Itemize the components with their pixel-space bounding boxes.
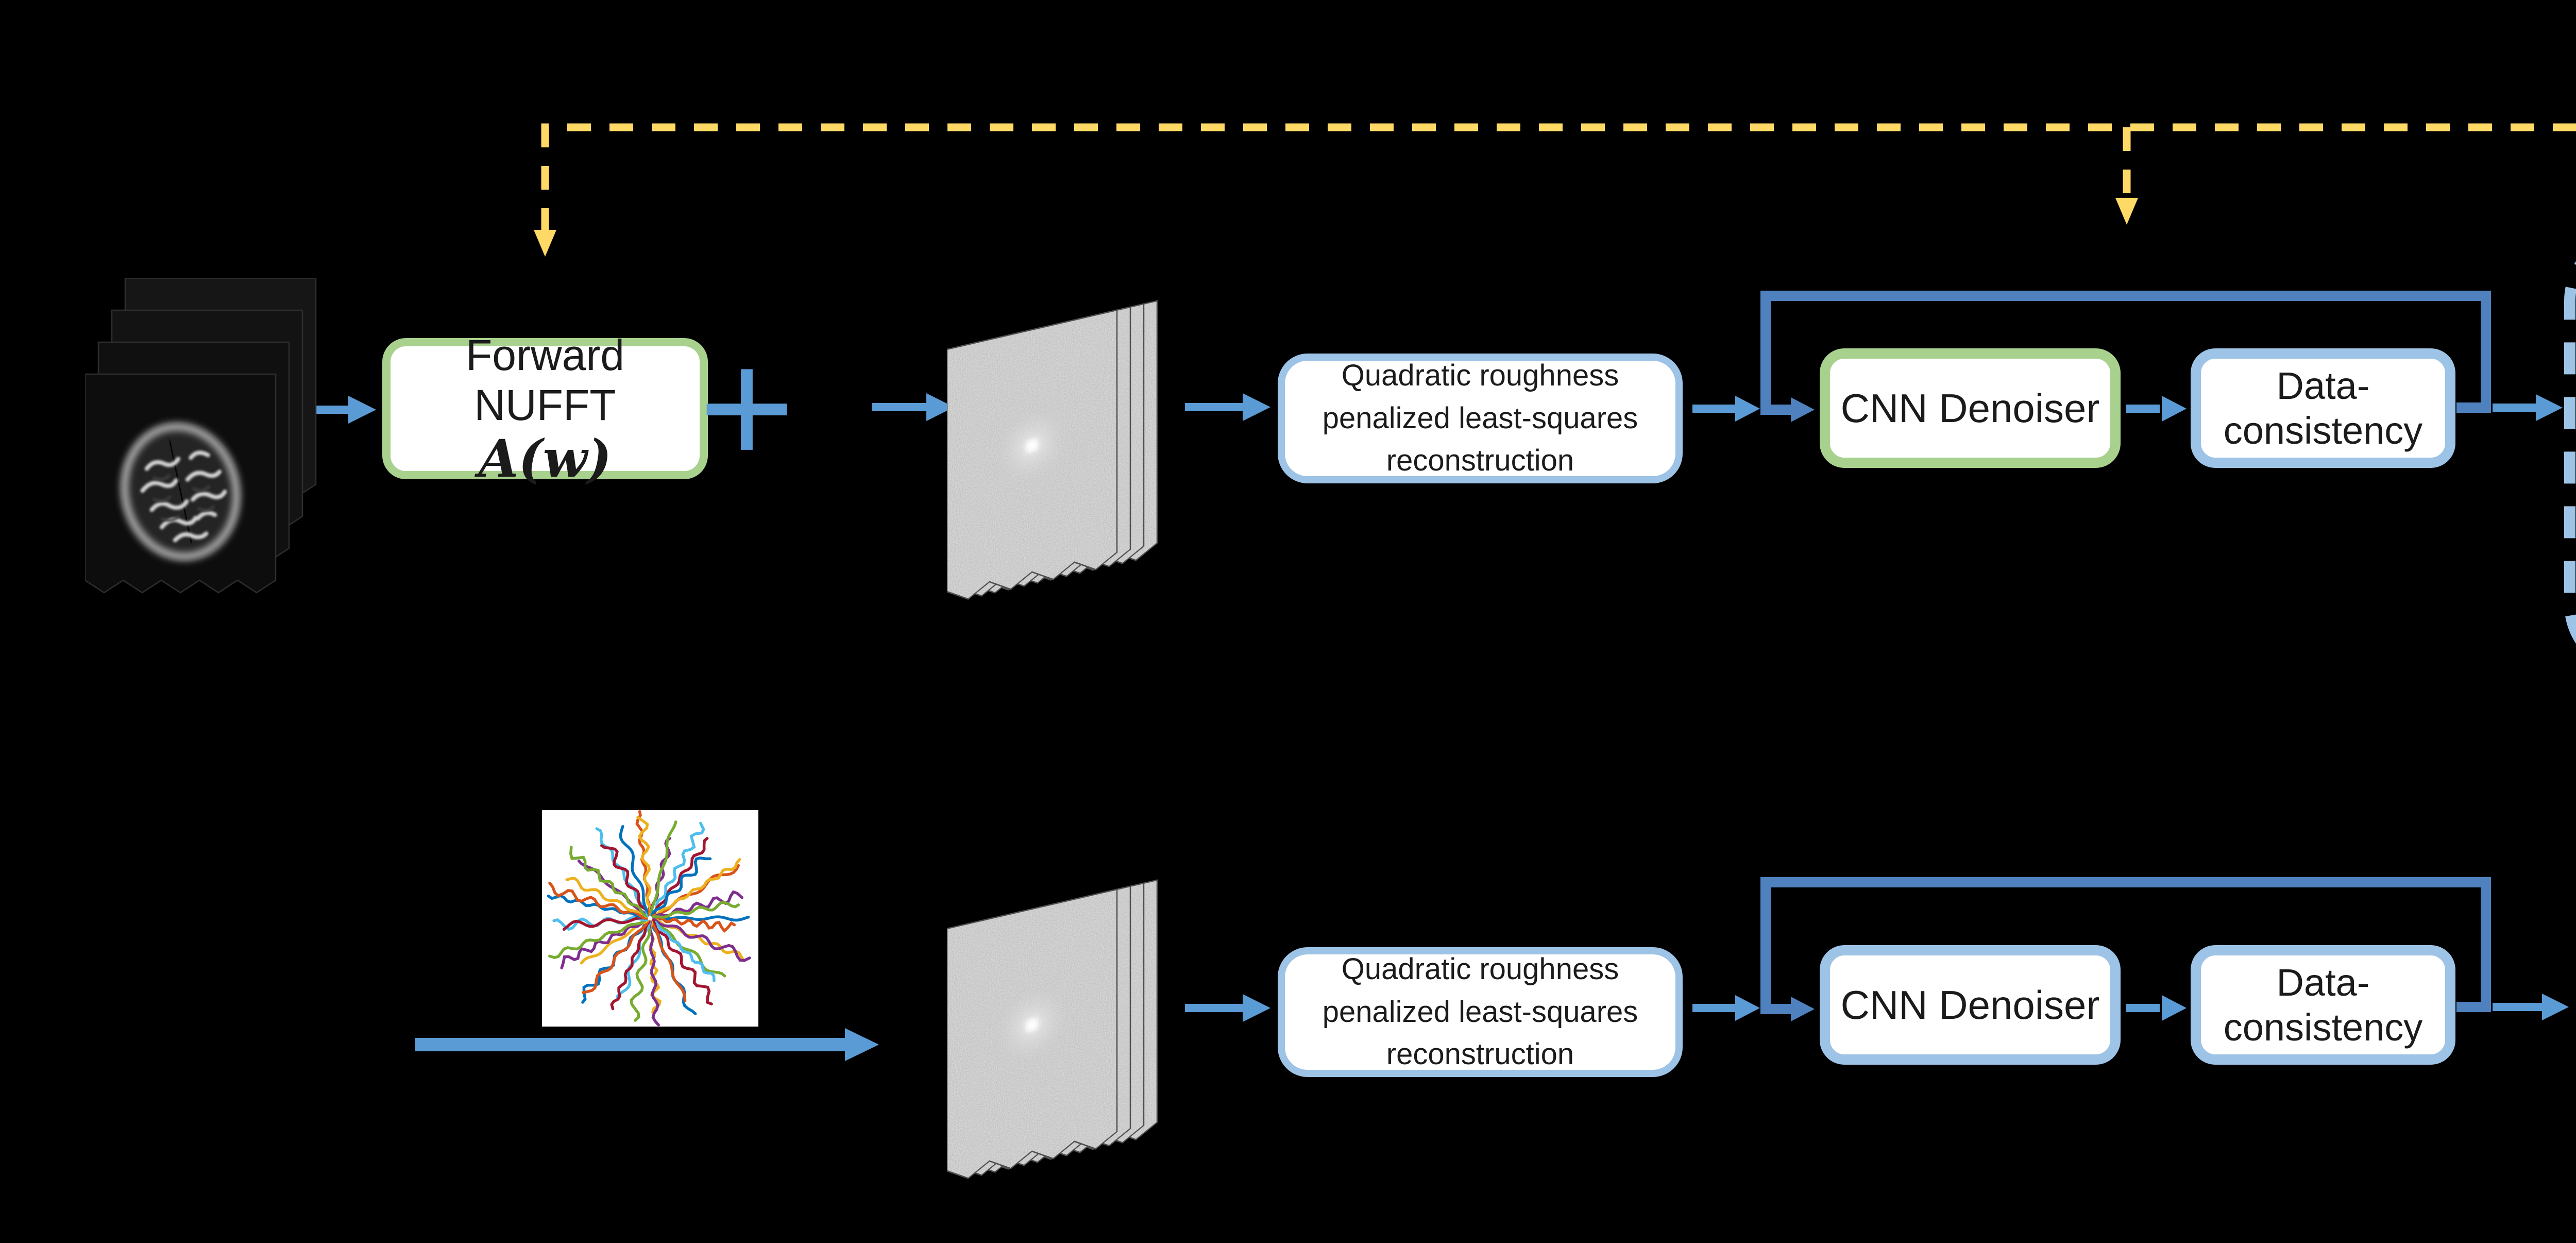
trajectory-spoke [651, 837, 709, 918]
trajectory-spoke [652, 917, 751, 962]
forward-nufft-box: Forward NUFFT A(w) [382, 331, 708, 487]
trajectory-spoke [650, 821, 705, 917]
kspace-stack-top-icon [947, 300, 1158, 604]
trajectory-spoke [650, 920, 687, 1002]
trajectory-spoke [652, 858, 741, 919]
radial-trajectory-icon [542, 810, 758, 1027]
forward-nufft-math: A(w) [478, 428, 612, 489]
trajectory-spoke [636, 816, 653, 916]
cnn-denoiser-box-bottom: CNN Denoiser [1820, 945, 2121, 1065]
output-dashed-box [2564, 261, 2576, 644]
flow-arrow [1185, 994, 1270, 1022]
trajectory-spoke [569, 846, 649, 918]
trajectory-spoke [648, 920, 660, 1027]
cnn-label: CNN Denoiser [1840, 982, 2100, 1028]
trajectory-spoke [651, 919, 716, 982]
feedback-arrowhead-mid [2115, 198, 2138, 225]
cnn-label: CNN Denoiser [1840, 385, 2100, 431]
input-brain-stack-icon [85, 278, 317, 594]
dc-line-1: Data- [2276, 961, 2370, 1004]
trajectory-spoke [619, 825, 651, 916]
flow-arrow [2493, 394, 2563, 421]
trajectory-spoke [649, 820, 677, 916]
flow-arrow [1692, 995, 1760, 1021]
trajectory-spoke [652, 901, 740, 919]
trajectory-spoke [600, 844, 651, 916]
trajectory-spoke [651, 920, 726, 978]
kspace-stack-bottom-icon [947, 879, 1158, 1183]
flow-arrow [415, 1028, 879, 1061]
trajectory-spoke [652, 919, 713, 1005]
dc-line-2: consistency [2223, 409, 2423, 452]
plus-operator: + [699, 315, 795, 499]
loop-top [1760, 291, 2491, 422]
flow-arrow [1185, 393, 1270, 421]
dc-line-2: consistency [2223, 1006, 2423, 1049]
recon-line-1: Quadratic roughness [1341, 952, 1619, 986]
recon-line-2: penalized least-squares [1322, 401, 1638, 435]
trajectory-spoke [565, 877, 649, 919]
data-consistency-box-top: Data- consistency [2191, 348, 2455, 468]
recon-box-top: Quadratic roughness penalized least-squa… [1278, 354, 1683, 483]
flow-arrow [872, 393, 954, 421]
flow-arrows [303, 393, 2569, 1061]
cnn-denoiser-box-top: CNN Denoiser [1820, 348, 2121, 468]
recon-line-2: penalized least-squares [1322, 995, 1638, 1029]
recon-box-bottom: Quadratic roughness penalized least-squa… [1278, 947, 1683, 1077]
trajectory-image [542, 810, 758, 1027]
trajectory-spoke [560, 917, 648, 970]
flow-arrow [1692, 396, 1760, 422]
recon-line-1: Quadratic roughness [1341, 359, 1619, 393]
forward-nufft-label: Forward NUFFT [465, 331, 625, 429]
trajectory-spoke [562, 916, 648, 931]
trajectory-spoke [652, 915, 750, 922]
feedback-dashed-path [534, 123, 2576, 257]
recon-line-3: reconstruction [1386, 444, 1574, 478]
dc-line-1: Data- [2276, 364, 2370, 407]
loop-bottom [1760, 877, 2491, 1021]
feedback-arrowhead-left [534, 230, 556, 257]
trajectory-spoke [630, 920, 651, 1022]
flow-arrow [2126, 396, 2187, 422]
data-consistency-box-bottom: Data- consistency [2191, 945, 2455, 1065]
recon-line-3: reconstruction [1386, 1037, 1574, 1071]
trajectory-spoke [582, 919, 650, 994]
trajectory-spoke [610, 920, 651, 1011]
trajectory-spoke [650, 856, 712, 917]
trajectory-spoke [548, 918, 649, 959]
flow-arrow [2493, 994, 2569, 1020]
flow-arrow [2126, 995, 2187, 1021]
trajectory-spoke [652, 916, 736, 933]
